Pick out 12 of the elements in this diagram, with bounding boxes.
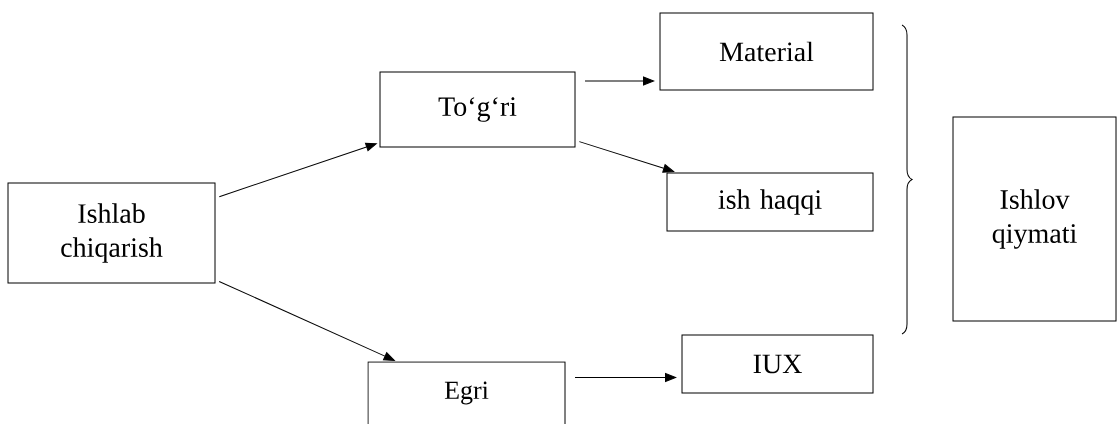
label-box: Material — [659, 12, 874, 91]
label-box: Ishlab chiqarish — [7, 182, 216, 284]
label-box: ish haqqi — [666, 172, 874, 232]
arrow — [218, 142, 377, 198]
label-box: Egri — [367, 361, 566, 424]
label-box: To‘g‘ri — [379, 71, 576, 148]
arrow — [218, 280, 395, 361]
arrow — [574, 373, 677, 382]
label-box: Ishlov qiymati — [952, 116, 1117, 322]
arrow — [584, 76, 655, 86]
arrow — [578, 141, 675, 173]
label-box: IUX — [681, 334, 874, 394]
